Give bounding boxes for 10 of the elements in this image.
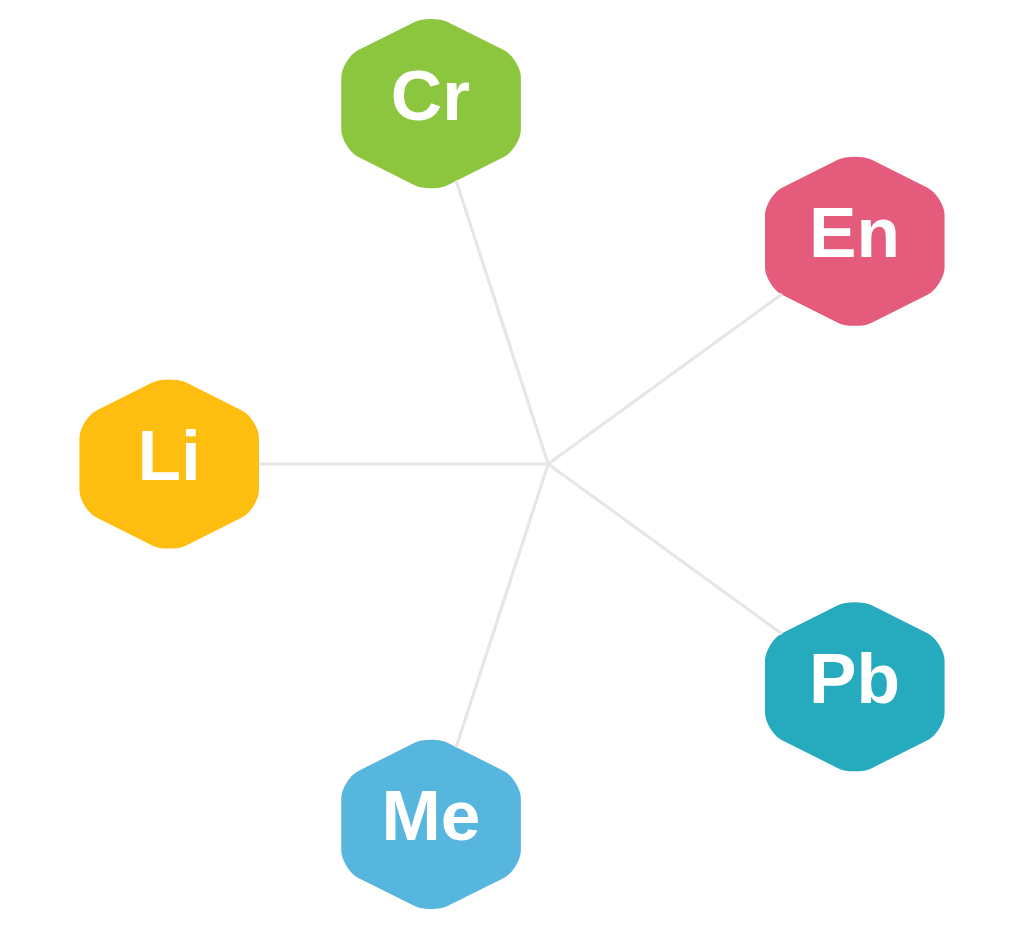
node-circle: Pb <box>765 602 945 772</box>
connector <box>454 179 549 463</box>
node-point <box>545 461 552 467</box>
connector <box>549 464 784 636</box>
connector <box>454 465 549 749</box>
node-circle: Cr <box>341 18 521 189</box>
node-circle: En <box>765 156 945 326</box>
node-circle: Me <box>341 739 521 910</box>
connector <box>549 292 784 464</box>
node-circle: Li <box>79 379 259 549</box>
